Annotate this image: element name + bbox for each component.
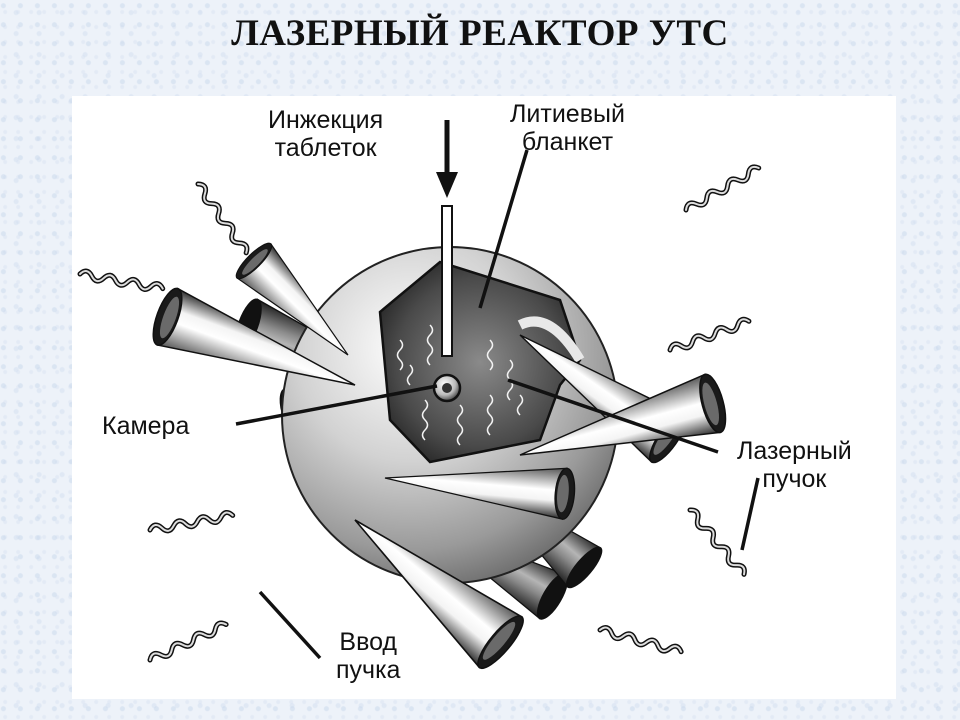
label-laser-line1: Лазерный (737, 437, 852, 465)
label-beam-input: Ввод пучка (336, 628, 400, 684)
label-laser-beam: Лазерный пучок (737, 437, 852, 493)
label-injection-line1: Инжекция (268, 106, 383, 134)
label-blanket-line1: Литиевый (510, 100, 625, 128)
label-chamber: Камера (102, 412, 189, 440)
label-injection: Инжекция таблеток (268, 106, 383, 162)
label-beam-input-line1: Ввод (336, 628, 400, 656)
pellet-core (442, 383, 452, 393)
label-blanket: Литиевый бланкет (510, 100, 625, 156)
label-beam-input-line2: пучка (336, 656, 400, 684)
label-blanket-line2: бланкет (510, 128, 625, 156)
label-injection-line2: таблеток (268, 134, 383, 162)
label-laser-line2: пучок (737, 465, 852, 493)
